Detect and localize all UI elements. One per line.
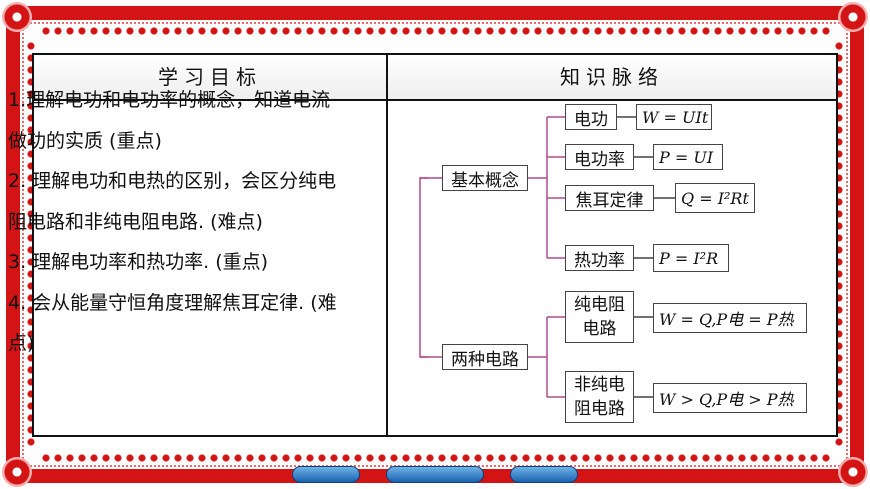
node-electric-work: 电功 <box>565 104 617 130</box>
goal-item-4: 4. 会从能量守恒角度理解焦耳定律. (难点) <box>8 291 337 355</box>
frame-scallop-top <box>40 26 830 36</box>
learning-goals-header: 学习目标 <box>158 65 262 89</box>
frame-scallop-bottom <box>40 453 830 463</box>
node-electric-power: 电功率 <box>565 144 634 170</box>
table-header-row <box>34 55 836 101</box>
goal-item-1: 1.理解电功和电功率的概念，知道电流做功的实质 (重点) <box>8 89 331 152</box>
nav-next-button[interactable] <box>510 466 578 483</box>
node-pure-resistive-circuit: 纯电阻电路 <box>565 291 634 343</box>
formula-electric-power: P = UI <box>653 144 723 170</box>
frame-scallop-left <box>26 40 36 450</box>
formula-joule-law: Q = I²Rt <box>675 183 755 213</box>
node-heat-power: 热功率 <box>565 245 634 271</box>
column-divider <box>386 55 388 435</box>
corner-ornament-top-left <box>2 2 32 32</box>
nav-home-button[interactable] <box>386 466 484 483</box>
goal-item-3: 3. 理解电功率和热功率. (重点) <box>8 251 269 273</box>
formula-heat-power: P = I²R <box>653 244 729 272</box>
formula-pure-resistive: W = Q,P电 = P热 <box>653 303 807 333</box>
formula-electric-work: W = UIt <box>636 104 712 130</box>
nav-prev-button[interactable] <box>292 466 360 483</box>
goal-item-2: 2. 理解电功和电热的区别，会区分纯电阻电路和非纯电阻电路. (难点) <box>8 170 337 233</box>
node-two-circuits: 两种电路 <box>442 344 528 370</box>
corner-ornament-bottom-right <box>838 457 868 487</box>
corner-ornament-top-right <box>838 2 868 32</box>
node-basic-concepts: 基本概念 <box>442 165 528 191</box>
learning-goals-list: 1.理解电功和电功率的概念，知道电流做功的实质 (重点) 2. 理解电功和电热的… <box>8 80 346 364</box>
frame-scallop-right <box>834 40 844 450</box>
node-non-pure-resistive-circuit: 非纯电阻电路 <box>565 371 634 423</box>
node-joule-law: 焦耳定律 <box>565 185 654 211</box>
corner-ornament-bottom-left <box>2 457 32 487</box>
formula-non-pure-resistive: W > Q,P电 > P热 <box>653 383 807 413</box>
knowledge-map-header: 知识脉络 <box>560 65 664 89</box>
